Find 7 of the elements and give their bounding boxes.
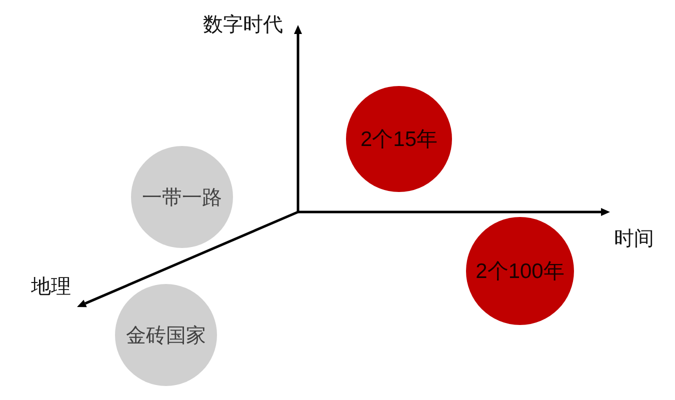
topic-circle: 2个15年	[346, 86, 452, 192]
topic-circle: 金砖国家	[115, 284, 217, 386]
axis-label: 数字时代	[203, 13, 283, 35]
topic-circle: 2个100年	[466, 217, 574, 325]
axis-label: 时间	[614, 227, 654, 249]
axis-label: 地理	[31, 275, 71, 297]
topic-circle: 一带一路	[131, 146, 233, 248]
